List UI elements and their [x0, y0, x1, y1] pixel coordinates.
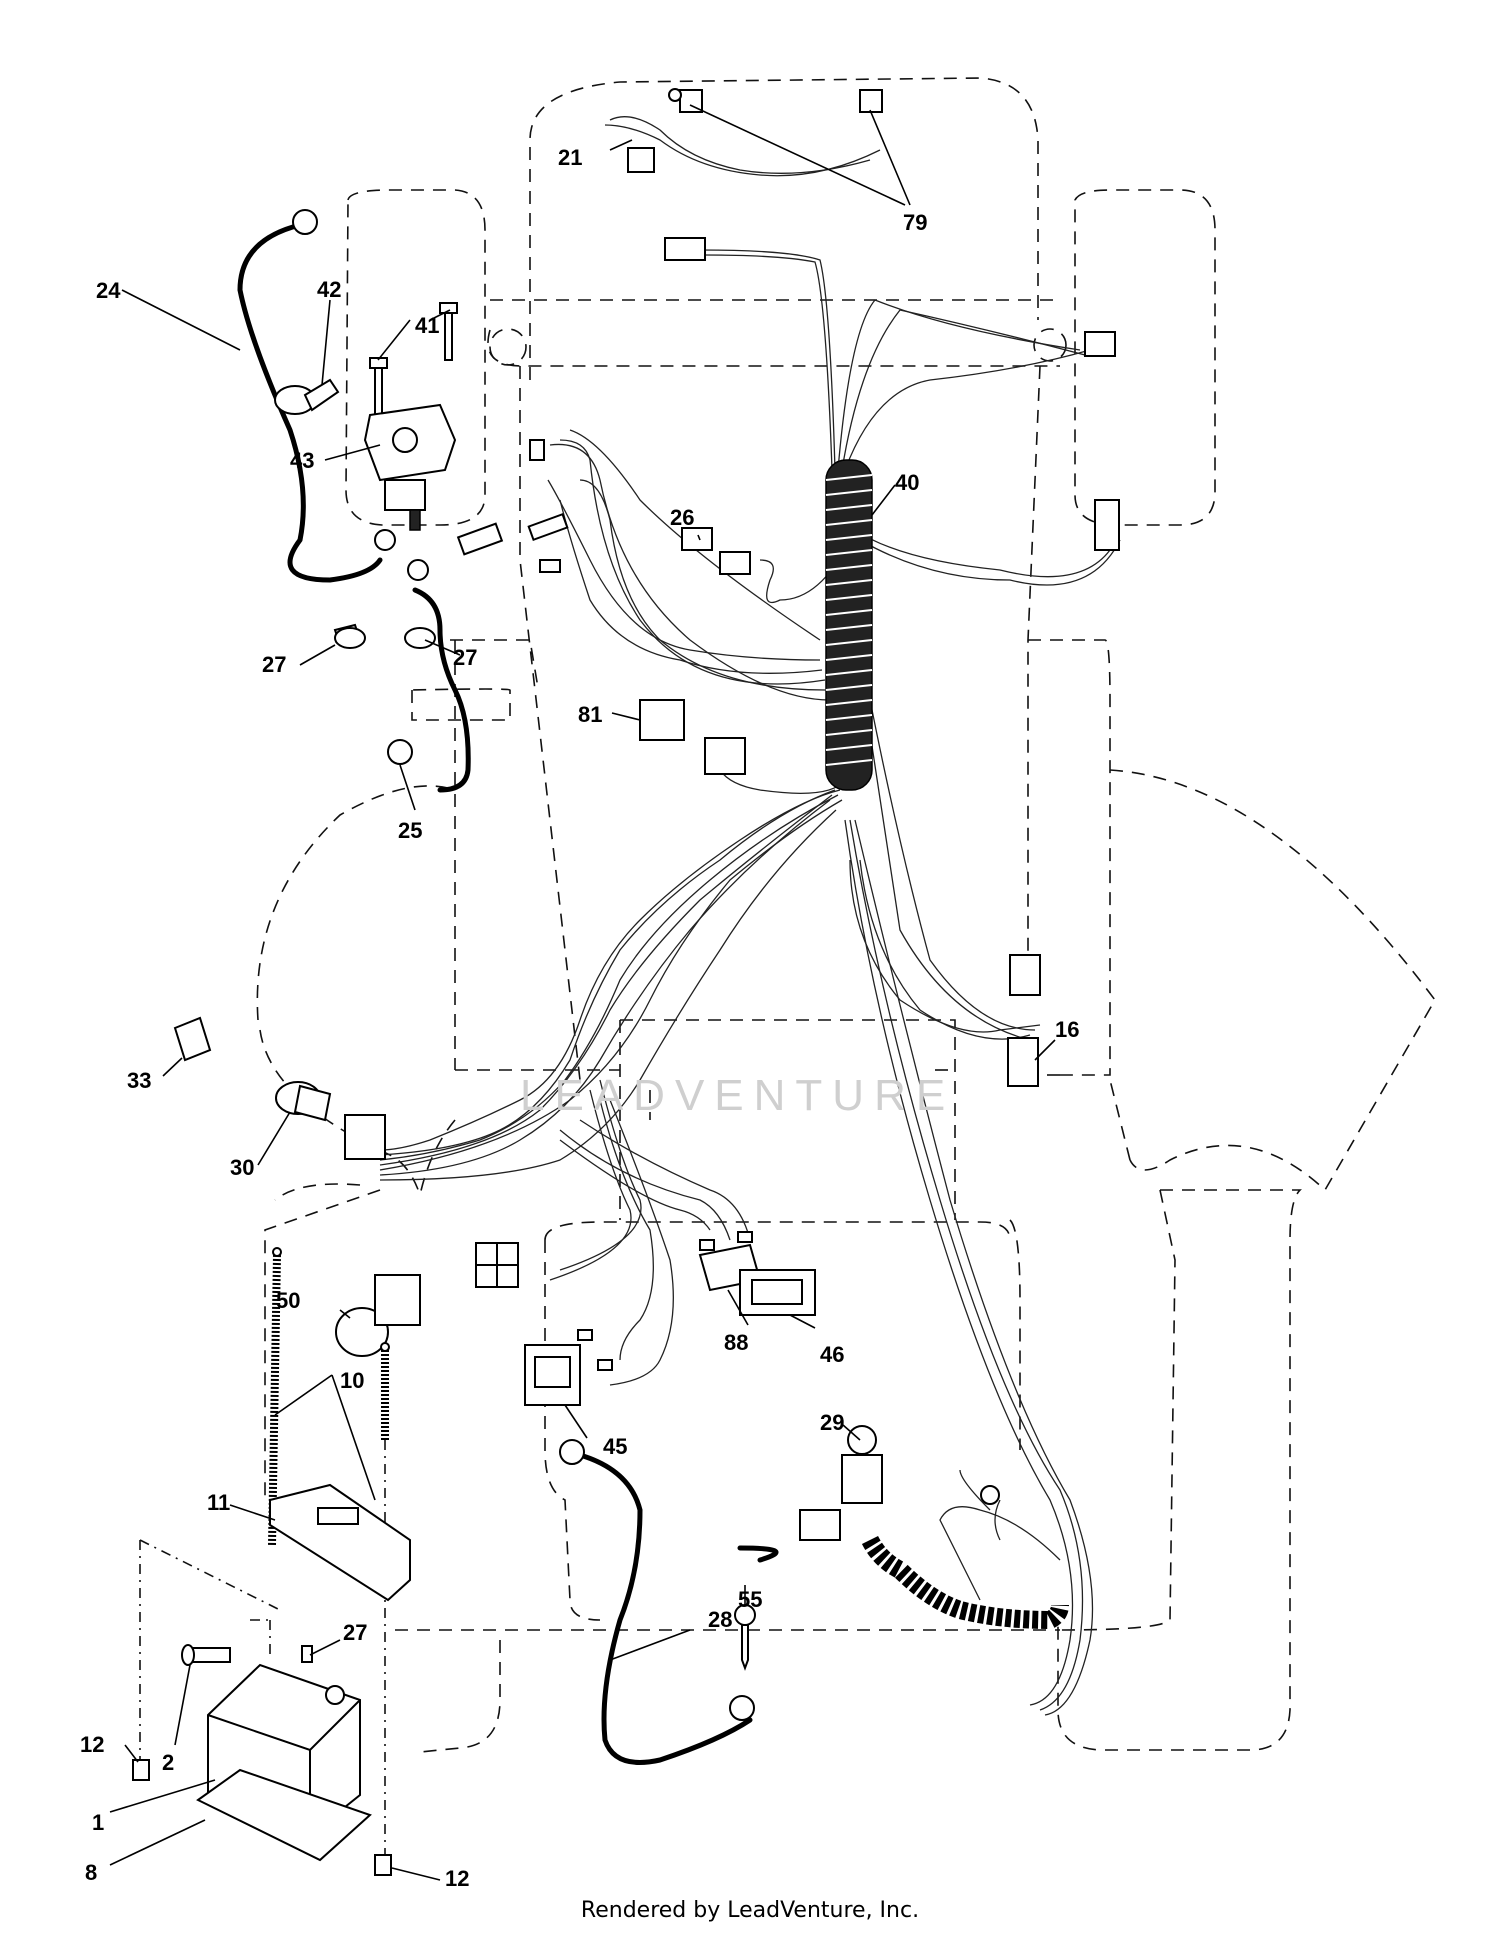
clip-12-left [132, 1759, 150, 1781]
callout-2: 2 [162, 1750, 174, 1775]
callout-79: 79 [903, 210, 927, 235]
callout-43: 43 [290, 448, 314, 473]
callout-28: 28 [708, 1607, 732, 1632]
callout-50: 50 [276, 1288, 300, 1313]
callout-27c: 27 [343, 1620, 367, 1645]
callout-8: 8 [85, 1860, 97, 1885]
callout-46: 46 [820, 1342, 844, 1367]
callout-labels: 21 79 24 42 41 43 40 26 27 27 25 81 16 3… [80, 145, 1079, 1891]
callout-26: 26 [670, 505, 694, 530]
connector-79-left [679, 89, 703, 113]
callout-29: 29 [820, 1410, 844, 1435]
harness-wires [379, 249, 1121, 1716]
fuse-26 [681, 527, 713, 551]
callout-25: 25 [398, 818, 422, 843]
callout-12a: 12 [80, 1732, 104, 1757]
callout-45: 45 [603, 1434, 627, 1459]
coiled-cord [861, 1535, 1069, 1630]
footer-credit: Rendered by LeadVenture, Inc. [580, 1898, 920, 1923]
callout-24: 24 [96, 278, 121, 303]
rod-10-left [268, 1254, 281, 1546]
connector-21 [627, 147, 655, 173]
callout-16: 16 [1055, 1017, 1079, 1042]
watermark: LEADVENTURE [520, 1071, 955, 1120]
frame-outlines [139, 77, 1436, 1870]
clip-12-right [374, 1854, 392, 1876]
callout-12b: 12 [445, 1866, 469, 1891]
callout-40: 40 [895, 470, 919, 495]
heavy-cables [237, 222, 779, 1765]
battery-bracket-11 [269, 1483, 411, 1602]
callout-27a: 27 [262, 652, 286, 677]
nut-27-right [404, 627, 436, 649]
part-33 [173, 1016, 212, 1062]
callout-33: 33 [127, 1068, 151, 1093]
bolt-41-right [444, 309, 453, 361]
connector-top [664, 237, 706, 261]
callout-30: 30 [230, 1155, 254, 1180]
part-29 [841, 1454, 883, 1504]
callout-41: 41 [415, 313, 439, 338]
bolt-41-left [374, 364, 383, 421]
callout-1: 1 [92, 1810, 104, 1835]
battery-tray-8 [196, 1768, 372, 1862]
switch-16 [1007, 1037, 1039, 1087]
relay-81 [639, 699, 685, 741]
callout-21: 21 [558, 145, 582, 170]
bolt-2 [189, 1647, 231, 1663]
connector-79-right [859, 89, 883, 113]
callout-27b: 27 [453, 645, 477, 670]
connector-right-upper [1084, 331, 1116, 357]
callout-42: 42 [317, 277, 341, 302]
callout-55: 55 [738, 1587, 762, 1612]
leader-lines [109, 104, 1056, 1881]
callout-81: 81 [578, 702, 602, 727]
harness-sleeve [825, 459, 873, 791]
callout-11: 11 [207, 1490, 230, 1515]
callout-10: 10 [340, 1368, 364, 1393]
connector-right-lower [1094, 499, 1120, 551]
callout-88: 88 [724, 1330, 748, 1355]
